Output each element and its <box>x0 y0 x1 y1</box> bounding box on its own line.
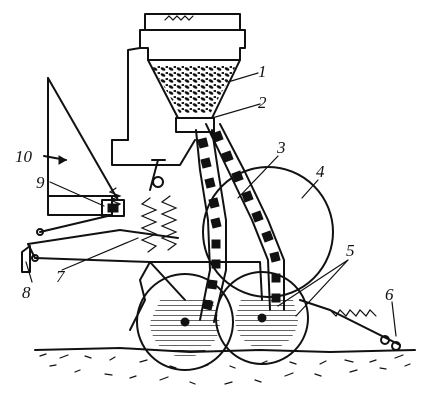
disc-opener-front <box>136 273 234 371</box>
label-6: 6 <box>385 285 394 304</box>
label-4: 4 <box>316 162 325 181</box>
label-2: 2 <box>258 93 267 112</box>
label-9: 9 <box>36 173 45 192</box>
label-8: 8 <box>22 283 31 302</box>
disc-opener-rear <box>215 271 309 365</box>
soil-ground <box>34 347 416 385</box>
seed-tube-right <box>205 123 285 311</box>
seed-tube-left <box>195 129 227 323</box>
label-10-arrowhead <box>58 155 68 165</box>
seed-hopper <box>127 13 246 141</box>
label-3: 3 <box>276 138 286 157</box>
label-10: 10 <box>15 147 33 166</box>
label-7: 7 <box>56 267 66 286</box>
hitch-pin <box>21 245 31 273</box>
seed-meter <box>101 159 166 217</box>
leader-lines <box>25 72 397 337</box>
label-1: 1 <box>258 62 267 81</box>
label-5: 5 <box>346 241 355 260</box>
covering-chain <box>299 299 401 351</box>
drawbar-assembly <box>27 187 263 331</box>
